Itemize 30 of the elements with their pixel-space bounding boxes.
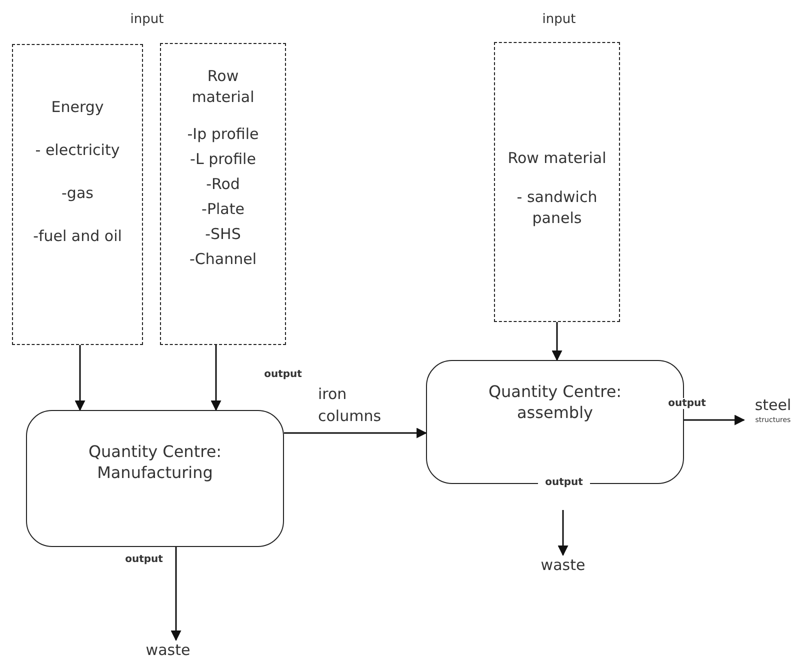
list-item: -Channel <box>188 249 258 270</box>
input-box <box>160 43 286 345</box>
input-box <box>12 44 143 345</box>
arrow <box>552 322 562 362</box>
process-label: Quantity Centre: assembly <box>487 381 623 423</box>
process-label: Quantity Centre: Manufacturing <box>87 441 223 483</box>
arrow <box>74 345 86 412</box>
arrow <box>558 510 568 556</box>
list-item: -Ip profile <box>186 124 260 145</box>
list-item: -Rod <box>205 174 241 195</box>
list-item: -Plate <box>200 199 246 220</box>
arrow <box>684 414 746 426</box>
list-item: -fuel and oil <box>32 226 123 247</box>
annotation-label: output <box>538 477 590 488</box>
list-item: -L profile <box>189 149 257 170</box>
list-item: - sandwich panels <box>516 187 598 229</box>
heading-text: Row material <box>190 66 256 108</box>
list-item: - electricity <box>34 140 121 161</box>
arrow <box>170 547 182 642</box>
process-box <box>26 410 284 547</box>
arrow <box>284 428 428 438</box>
heading-text: Energy <box>50 97 105 118</box>
input-box <box>494 42 620 322</box>
list-item: -gas <box>60 183 94 204</box>
heading-text: Row material <box>506 148 608 169</box>
output-text: steel <box>754 395 792 416</box>
output-text: waste <box>144 640 192 660</box>
output-text: waste <box>540 554 586 576</box>
arrow <box>210 345 222 412</box>
list-item: -SHS <box>204 224 242 245</box>
